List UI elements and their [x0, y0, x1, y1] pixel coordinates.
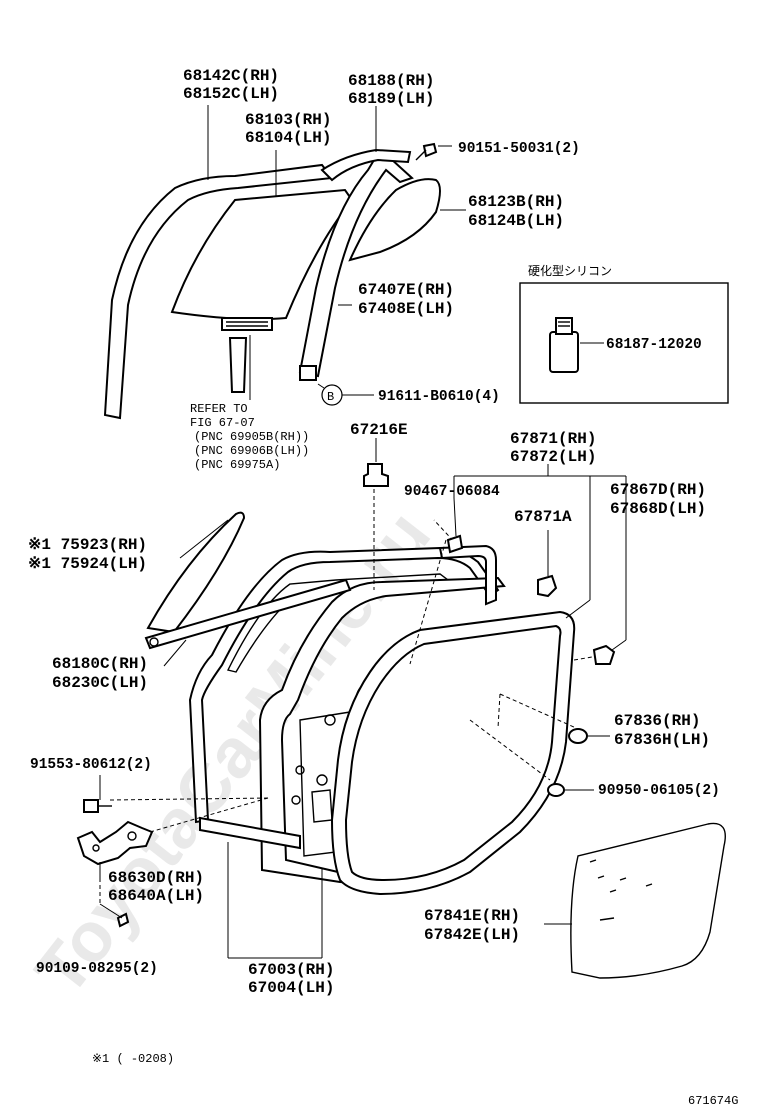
- division-bar: [298, 106, 414, 381]
- label-67868d: 67868D(LH): [610, 500, 706, 518]
- label-68187: 68187-12020: [606, 337, 702, 353]
- label-67836h: 67836H(LH): [614, 731, 710, 749]
- label-91553: 91553-80612(2): [30, 757, 152, 773]
- label-68180c: 68180C(RH): [52, 655, 148, 673]
- screw-90467-icon: [446, 497, 464, 554]
- label-68104: 68104(LH): [245, 129, 331, 147]
- refer-line3: (PNC 69905B(RH)): [194, 430, 309, 444]
- assembly-dashed-lines: [109, 482, 599, 833]
- label-68124b: 68124B(LH): [468, 212, 564, 230]
- screw-90151-icon: [415, 142, 452, 161]
- label-68142c: 68142C(RH): [183, 67, 279, 85]
- label-75924: ※1 75924(LH): [28, 555, 147, 573]
- label-67003: 67003(RH): [248, 961, 334, 979]
- leader-91611: [317, 383, 325, 389]
- label-68103: 68103(RH): [245, 111, 331, 129]
- refer-line5: (PNC 69975A): [194, 458, 280, 472]
- door-hinge-icon: [76, 820, 154, 880]
- bracket-67871: [453, 464, 627, 640]
- label-67836: 67836(RH): [614, 712, 700, 730]
- rear-quarter-glass: [146, 511, 246, 634]
- clip-67871a-icon: [537, 530, 558, 598]
- label-68188: 68188(RH): [348, 72, 434, 90]
- hole-plug-67836-icon: [568, 728, 610, 744]
- door-weatherstrip: [330, 476, 591, 896]
- plug-67867-icon: [592, 639, 627, 665]
- clip-67216-icon: [363, 438, 389, 487]
- belt-moulding: [144, 578, 352, 667]
- label-67842e: 67842E(LH): [424, 926, 520, 944]
- hinge-lower-bolt-icon: [99, 864, 130, 928]
- label-90467: 90467-06084: [404, 484, 500, 500]
- quarter-window-glass: [348, 178, 466, 262]
- part-labels: 68142C(RH) 68152C(LH) 68188(RH) 68189(LH…: [28, 67, 738, 1108]
- hinge-bolt-icon: [83, 775, 112, 813]
- label-90151: 90151-50031(2): [458, 141, 580, 157]
- refer-line2: FIG 67-07: [190, 416, 255, 430]
- label-75923: ※1 75923(RH): [28, 536, 147, 554]
- label-68152c: 68152C(LH): [183, 85, 279, 103]
- clip-b-letter: B: [327, 390, 334, 404]
- footnote: ※1 ( -0208): [92, 1052, 174, 1066]
- label-67004: 67004(LH): [248, 979, 334, 997]
- lower-door-sill: [199, 816, 323, 959]
- label-90109: 90109-08295(2): [36, 961, 158, 977]
- label-68630d: 68630D(RH): [108, 869, 204, 887]
- label-67871: 67871(RH): [510, 430, 596, 448]
- label-90950: 90950-06105(2): [598, 783, 720, 799]
- clip-b-marker: B: [321, 384, 374, 406]
- label-91611: 91611-B0610(4): [378, 389, 500, 405]
- label-67871a: 67871A: [514, 508, 572, 526]
- label-68640a: 68640A(LH): [108, 887, 204, 905]
- silicone-title: 硬化型シリコン: [528, 264, 612, 279]
- label-67872: 67872(LH): [510, 448, 596, 466]
- label-67216e: 67216E: [350, 421, 408, 439]
- hole-plug-90950-icon: [547, 783, 594, 797]
- label-67407e: 67407E(RH): [358, 281, 454, 299]
- upper-frame-run: [438, 544, 497, 606]
- figure-id: 671674G: [688, 1094, 738, 1108]
- silicone-tube-icon: [549, 317, 579, 373]
- label-67841e: 67841E(RH): [424, 907, 520, 925]
- refer-line4: (PNC 69906B(LH)): [194, 444, 309, 458]
- refer-line1: REFER TO: [190, 402, 248, 416]
- service-hole-cover: [544, 822, 726, 979]
- label-68230c: 68230C(LH): [52, 674, 148, 692]
- label-67408e: 67408E(LH): [358, 300, 454, 318]
- label-67867d: 67867D(RH): [610, 481, 706, 499]
- label-68189: 68189(LH): [348, 90, 434, 108]
- silicone-box: 硬化型シリコン: [519, 264, 729, 404]
- label-68123b: 68123B(RH): [468, 193, 564, 211]
- door-glass: [170, 150, 354, 400]
